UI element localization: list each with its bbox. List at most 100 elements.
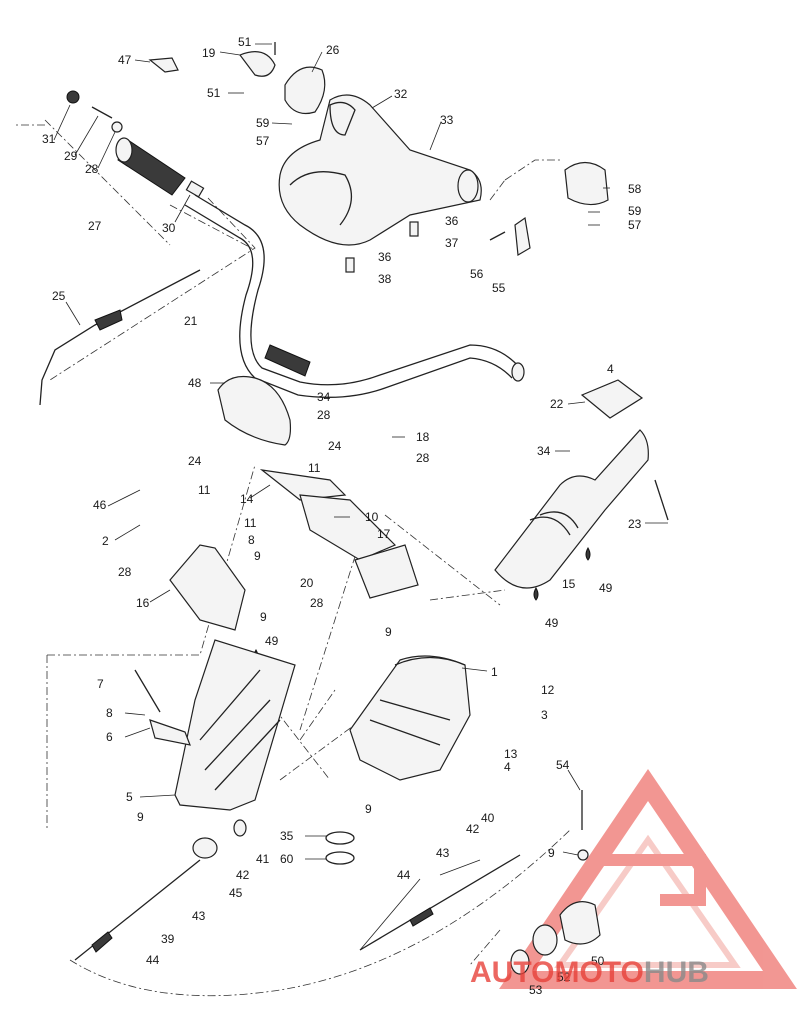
callout-24: 24: [328, 439, 342, 453]
callout-30: 30: [162, 221, 176, 235]
callout-15: 15: [562, 577, 576, 591]
callout-49: 49: [545, 616, 559, 630]
parts: [39, 42, 669, 975]
callout-35: 35: [280, 829, 294, 843]
callout-labels: 47 19 51 26 51 32 59 57 33 31 29 28 27 3…: [42, 35, 642, 997]
callout-51: 51: [238, 35, 252, 49]
callout-43: 43: [192, 909, 206, 923]
callout-29: 29: [64, 149, 78, 163]
callout-36: 36: [378, 250, 392, 264]
callout-8: 8: [248, 533, 255, 547]
callout-55: 55: [492, 281, 506, 295]
watermark-auto: AUTO: [470, 956, 554, 989]
handlebar-knurl: [264, 344, 311, 377]
callout-9: 9: [137, 810, 144, 824]
callout-8: 8: [106, 706, 113, 720]
callout-1: 1: [491, 665, 498, 679]
mounting-bracket: [169, 544, 246, 631]
callout-44: 44: [146, 953, 160, 967]
callout-57: 57: [628, 218, 642, 232]
callout-28: 28: [118, 565, 132, 579]
callout-6: 6: [106, 730, 113, 744]
callout-12: 12: [541, 683, 555, 697]
callout-58: 58: [628, 182, 642, 196]
steering-column: [494, 429, 649, 589]
handlebar-housing: [278, 94, 482, 246]
callout-5: 5: [126, 790, 133, 804]
watermark-text: AUTOMOTOHUB: [470, 956, 709, 989]
callout-9: 9: [385, 625, 392, 639]
callout-28: 28: [310, 596, 324, 610]
callout-19: 19: [202, 46, 216, 60]
callout-60: 60: [280, 852, 294, 866]
callout-16: 16: [136, 596, 150, 610]
callout-9: 9: [548, 846, 555, 860]
callout-56: 56: [470, 267, 484, 281]
callout-57: 57: [256, 134, 270, 148]
callout-17: 17: [377, 527, 391, 541]
callout-23: 23: [628, 517, 642, 531]
callout-48: 48: [188, 376, 202, 390]
callout-59: 59: [628, 204, 642, 218]
callout-44: 44: [397, 868, 411, 882]
callout-40: 40: [481, 811, 495, 825]
callout-21: 21: [184, 314, 198, 328]
callout-4: 4: [607, 362, 614, 376]
svg-text:AUTOMOTOHUB: AUTOMOTOHUB: [470, 956, 709, 989]
callout-43: 43: [436, 846, 450, 860]
callout-46: 46: [93, 498, 107, 512]
callout-2: 2: [102, 534, 109, 548]
watermark-moto: MOTO: [554, 956, 643, 989]
callout-34: 34: [537, 444, 551, 458]
callout-31: 31: [42, 132, 56, 146]
callout-9: 9: [260, 610, 267, 624]
callout-50: 50: [591, 954, 605, 968]
callout-41: 41: [256, 852, 270, 866]
watermark-logo: [499, 768, 797, 989]
callout-38: 38: [378, 272, 392, 286]
callout-33: 33: [440, 113, 454, 127]
callout-52: 52: [557, 970, 571, 984]
callout-49: 49: [265, 634, 279, 648]
callout-34: 34: [317, 390, 331, 404]
callout-51: 51: [207, 86, 221, 100]
callout-36: 36: [445, 214, 459, 228]
callout-7: 7: [97, 677, 104, 691]
cable-fitting: [559, 901, 601, 945]
throttle-grip: [115, 137, 186, 196]
callout-53: 53: [529, 983, 543, 997]
callout-20: 20: [300, 576, 314, 590]
lever: [149, 719, 191, 746]
callout-9: 9: [254, 549, 261, 563]
callout-37: 37: [445, 236, 459, 250]
callout-28: 28: [85, 162, 99, 176]
callout-11: 11: [198, 483, 211, 497]
callout-32: 32: [394, 87, 408, 101]
callout-22: 22: [550, 397, 564, 411]
cover: [217, 375, 292, 446]
steering-arm: [299, 494, 397, 561]
callout-54: 54: [556, 758, 570, 772]
callout-13: 13: [504, 747, 518, 761]
callout-26: 26: [326, 43, 340, 57]
callout-24: 24: [188, 454, 202, 468]
callout-11: 11: [244, 516, 257, 530]
callout-42: 42: [466, 822, 480, 836]
callout-59: 59: [256, 116, 270, 130]
watermark-hub: HUB: [644, 956, 709, 989]
callout-14: 14: [240, 492, 254, 506]
callout-28: 28: [317, 408, 331, 422]
pump-housing: [349, 655, 471, 781]
callout-4: 4: [504, 760, 511, 774]
callout-3: 3: [541, 708, 548, 722]
callout-39: 39: [161, 932, 175, 946]
callout-42: 42: [236, 868, 250, 882]
callout-27: 27: [88, 219, 102, 233]
throttle-cable: [39, 269, 201, 406]
steering-frame: [174, 639, 296, 811]
callout-18: 18: [416, 430, 430, 444]
callout-25: 25: [52, 289, 66, 303]
support-plate: [354, 544, 419, 599]
callout-28: 28: [416, 451, 430, 465]
